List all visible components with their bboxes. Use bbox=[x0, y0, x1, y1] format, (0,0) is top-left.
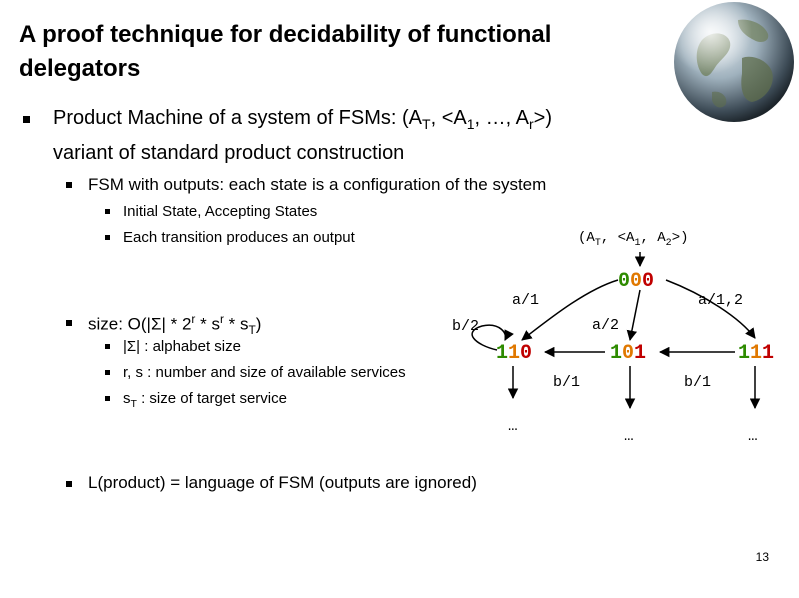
st-suffix: : size of target service bbox=[136, 390, 287, 407]
b1-dots: , …, A bbox=[474, 107, 529, 129]
slide-title: A proof technique for decidability of fu… bbox=[19, 18, 659, 86]
bullet-square-rs bbox=[105, 370, 110, 375]
bullet-initial-state: Initial State, Accepting States bbox=[123, 203, 318, 220]
b1-mid: , <A bbox=[430, 107, 467, 129]
edge-000-to-111 bbox=[665, 279, 756, 339]
state-000-d1: 0 bbox=[618, 270, 630, 293]
size-prefix: size: O(|Σ| * 2 bbox=[88, 314, 192, 334]
bullet-square-3b bbox=[105, 235, 110, 240]
state-101-d3: 1 bbox=[634, 342, 646, 365]
bullet-variant-line: variant of standard product construction bbox=[53, 142, 405, 164]
state-101: 1 0 1 bbox=[610, 342, 646, 365]
state-111: 1 1 1 bbox=[738, 342, 774, 365]
label-a12: a/1,2 bbox=[698, 292, 743, 309]
state-101-d1: 1 bbox=[610, 342, 622, 365]
b1-prefix: Product Machine of a system of FSMs: (A bbox=[53, 107, 423, 129]
bullet-product-machine: Product Machine of a system of FSMs: (AT… bbox=[53, 107, 552, 132]
state-000: 0 0 0 bbox=[618, 270, 654, 293]
ellipsis-mid: … bbox=[624, 427, 634, 445]
b1-sub-r: r bbox=[528, 116, 534, 132]
size-sup-r2: r bbox=[219, 312, 224, 326]
size-sub-t: T bbox=[248, 323, 256, 338]
bullet-square-size bbox=[66, 320, 72, 326]
st-sub: T bbox=[130, 398, 137, 410]
ellipsis-left: … bbox=[508, 417, 518, 435]
b1-sub-t: T bbox=[422, 116, 431, 132]
bullet-size: size: O(|Σ| * 2r * sr * sT) bbox=[88, 312, 261, 337]
bullet-sigma: |Σ| : alphabet size bbox=[123, 338, 241, 355]
size-mid2: * s bbox=[223, 314, 249, 334]
label-b2: b/2 bbox=[452, 318, 479, 335]
edge-000-to-101 bbox=[626, 289, 641, 342]
state-111-d1: 1 bbox=[738, 342, 750, 365]
edge-110-self-loop bbox=[471, 324, 514, 351]
size-suffix: ) bbox=[255, 314, 262, 334]
state-110-d3: 0 bbox=[520, 342, 532, 365]
ellipsis-right: … bbox=[748, 427, 758, 445]
state-000-d3: 0 bbox=[642, 270, 654, 293]
b1-suffix: >) bbox=[533, 107, 552, 129]
bullet-rs: r, s : number and size of available serv… bbox=[123, 364, 406, 381]
bullet-language: L(product) = language of FSM (outputs ar… bbox=[88, 473, 477, 492]
label-a2: a/2 bbox=[592, 317, 619, 334]
b1-sub-1: 1 bbox=[466, 116, 475, 132]
bullet-square-3a bbox=[105, 209, 110, 214]
bullet-square-st bbox=[105, 396, 110, 401]
bullet-st: sT : size of target service bbox=[123, 390, 287, 410]
title-line-1: A proof technique for decidability of fu… bbox=[19, 21, 552, 48]
bullet-square-1 bbox=[23, 116, 30, 123]
label-a1: a/1 bbox=[512, 292, 539, 309]
state-111-d2: 1 bbox=[750, 342, 762, 365]
size-sup-r1: r bbox=[191, 312, 196, 326]
system-label: (AT, <A1, A2>) bbox=[578, 230, 689, 249]
bullet-fsm-outputs: FSM with outputs: each state is a config… bbox=[88, 175, 547, 194]
state-110-d2: 1 bbox=[508, 342, 520, 365]
label-b1-right: b/1 bbox=[684, 374, 711, 391]
title-line-2: delegators bbox=[19, 55, 141, 82]
state-111-d3: 1 bbox=[762, 342, 774, 365]
bullet-square-lang bbox=[66, 481, 72, 487]
edge-000-to-110 bbox=[521, 279, 619, 341]
bullet-square-2 bbox=[66, 182, 72, 188]
size-mid1: * s bbox=[195, 314, 220, 334]
globe-image bbox=[674, 2, 794, 122]
label-b1-left: b/1 bbox=[553, 374, 580, 391]
state-000-d2: 0 bbox=[630, 270, 642, 293]
st-prefix: s bbox=[123, 390, 131, 407]
page-number: 13 bbox=[755, 550, 769, 564]
state-110-d1: 1 bbox=[496, 342, 508, 365]
bullet-transition-output: Each transition produces an output bbox=[123, 229, 355, 246]
state-101-d2: 0 bbox=[622, 342, 634, 365]
bullet-square-sigma bbox=[105, 344, 110, 349]
state-110: 1 1 0 bbox=[496, 342, 532, 365]
